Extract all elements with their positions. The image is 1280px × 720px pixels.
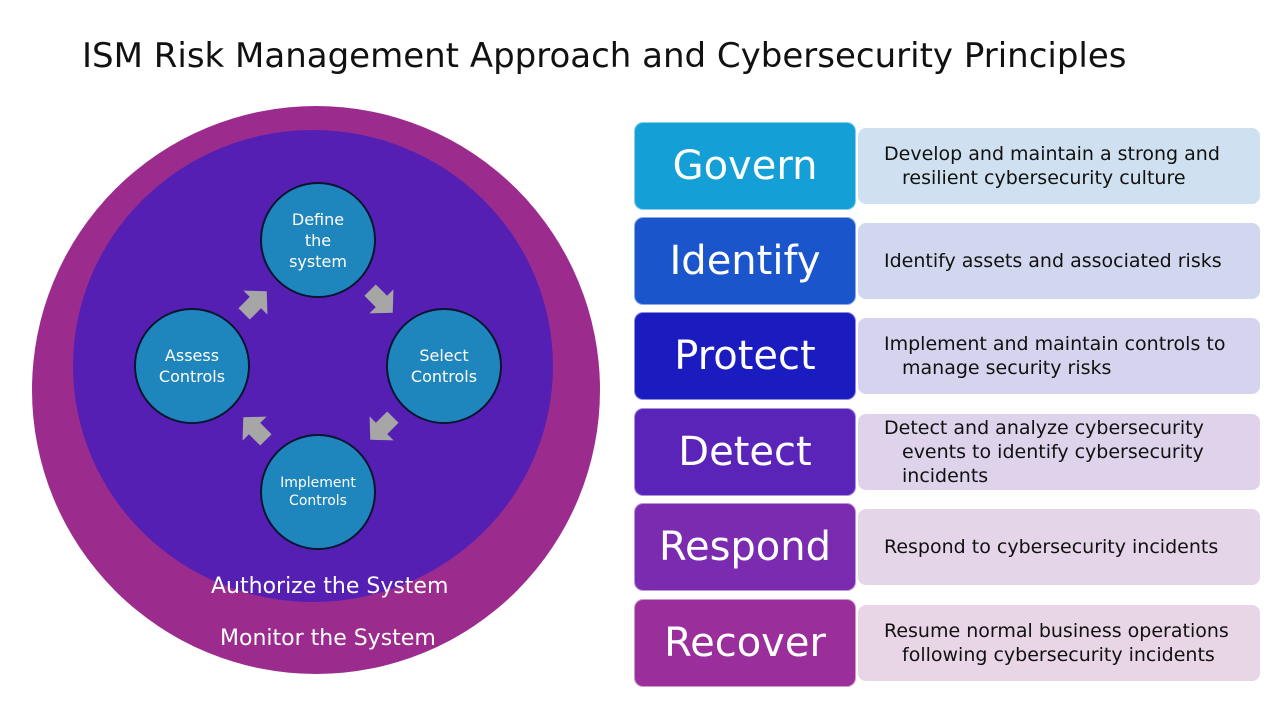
arrow-implement-to-assess	[231, 405, 278, 452]
principle-description: Respond to cybersecurity incidents	[858, 509, 1260, 585]
principle-description: Develop and maintain a strong and resili…	[858, 128, 1260, 204]
principle-description-text: Respond to cybersecurity incidents	[884, 536, 1219, 558]
principle-description-text: Implement and maintain controls to manag…	[884, 333, 1226, 379]
principle-name: Identify	[634, 217, 856, 305]
principle-description-text: Identify assets and associated risks	[884, 250, 1222, 272]
arrow-select-to-implement	[358, 405, 405, 452]
select-controls-node: Select Controls	[386, 308, 502, 424]
principle-row-respond: Respond Respond to cybersecurity incident…	[634, 503, 1260, 591]
monitor-label: Monitor the System	[220, 626, 436, 651]
principle-description: Resume normal business operations follow…	[858, 605, 1260, 681]
principle-name: Govern	[634, 122, 856, 210]
principle-row-detect: Detect Detect and analyze cybersecurity e…	[634, 408, 1260, 496]
principle-name: Recover	[634, 599, 856, 687]
principle-description-text: Develop and maintain a strong and resili…	[884, 143, 1220, 189]
arrow-assess-to-define	[232, 279, 279, 326]
principle-row-govern: Govern Develop and maintain a strong and …	[634, 122, 1260, 210]
authorize-label: Authorize the System	[211, 574, 449, 599]
implement-controls-node: Implement Controls	[260, 434, 376, 550]
arrow-define-to-select	[358, 278, 405, 325]
principle-name: Protect	[634, 312, 856, 400]
principle-description-text: Detect and analyze cybersecurity events …	[884, 417, 1204, 487]
principle-row-recover: Recover Resume normal business operations…	[634, 599, 1260, 687]
principle-row-protect: Protect Implement and maintain controls t…	[634, 312, 1260, 400]
principle-name: Respond	[634, 503, 856, 591]
assess-controls-node: Assess Controls	[134, 308, 250, 424]
principle-name: Detect	[634, 408, 856, 496]
principle-description-text: Resume normal business operations follow…	[884, 620, 1229, 666]
principle-row-identify: Identify Identify assets and associated r…	[634, 217, 1260, 305]
page-title: ISM Risk Management Approach and Cyberse…	[82, 36, 1127, 76]
define-system-node: Define the system	[260, 182, 376, 298]
principle-description: Implement and maintain controls to manag…	[858, 318, 1260, 394]
principle-description: Identify assets and associated risks	[858, 223, 1260, 299]
principle-description: Detect and analyze cybersecurity events …	[858, 414, 1260, 490]
